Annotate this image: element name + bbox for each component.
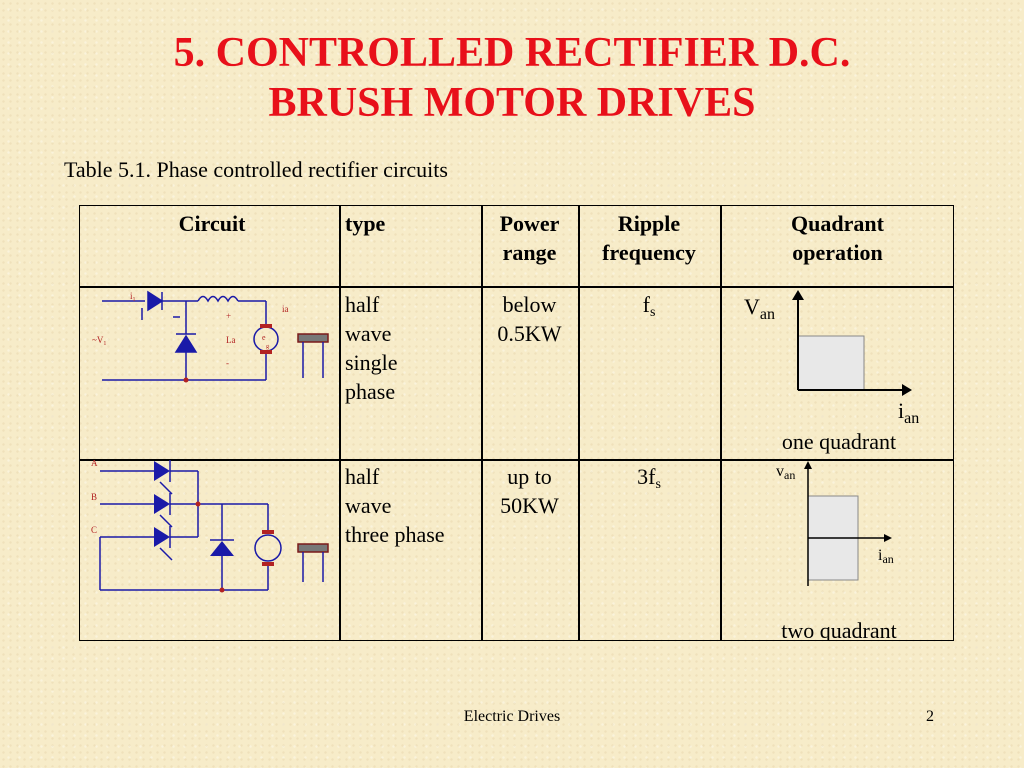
row2-type-line: half [345, 464, 380, 489]
header-power-range: Power range [481, 209, 578, 267]
header-quadrant-line2: operation [792, 240, 883, 265]
title-line-2: BRUSH MOTOR DRIVES [268, 80, 756, 126]
col-divider [720, 206, 722, 640]
quadrant-caption: one quadrant [782, 429, 896, 454]
row1-ripple: fs [578, 290, 720, 327]
label-g: g [266, 344, 269, 350]
label-plus: + [226, 311, 231, 321]
label-phase-a: A [91, 460, 98, 468]
single-phase-circuit-diagram: i1 ia + La - ~V1 e g [92, 290, 329, 383]
row-divider [80, 286, 953, 288]
row2-type-line: three phase [345, 522, 445, 547]
row-divider [80, 459, 953, 461]
rectifier-table: Circuit type Power range Ripple frequenc… [79, 205, 954, 641]
col-divider [339, 206, 341, 640]
label-la: La [226, 335, 236, 345]
row1-type: half wave single phase [345, 290, 398, 406]
label-phase-b: B [91, 492, 97, 502]
row1-ripple-value: f [642, 292, 650, 317]
one-quadrant-plot: Van ian one quadrant [744, 290, 919, 454]
header-quadrant: Quadrant operation [720, 209, 955, 267]
header-ripple-line2: frequency [602, 240, 696, 265]
label-ia: ia [282, 304, 289, 314]
row2-type-line: wave [345, 493, 392, 518]
axis-label-van: Van [744, 294, 775, 323]
row2-type: half wave three phase [345, 462, 445, 549]
header-power-line2: range [502, 240, 557, 265]
col-divider [481, 206, 483, 640]
header-quadrant-line1: Quadrant [791, 211, 884, 236]
row2-ripple: 3fs [578, 462, 720, 499]
table-caption: Table 5.1. Phase controlled rectifier ci… [64, 157, 448, 182]
header-circuit: Circuit [178, 211, 246, 236]
row2-ripple-value: 3f [637, 464, 656, 489]
row1-power-range: below 0.5KW [481, 290, 578, 348]
quadrant-region [797, 335, 865, 391]
axis-label-ian: ian [878, 547, 894, 566]
row2-power-line1: up to [507, 464, 552, 489]
axis-label-van: van [776, 463, 795, 482]
label-e: e [262, 333, 266, 342]
two-quadrant-plot: van ian two quadrant [776, 461, 897, 640]
row1-power-line1: below [502, 292, 557, 317]
label-v1: ~V1 [92, 335, 106, 347]
label-minus: - [226, 358, 229, 368]
col-divider [578, 206, 580, 640]
row1-type-line: wave [345, 321, 392, 346]
row1-ripple-sub: s [649, 305, 656, 320]
row1-power-line2: 0.5KW [497, 321, 562, 346]
page-number: 2 [926, 708, 934, 725]
axis-label-ian: ian [898, 398, 919, 427]
title-line-1: 5. CONTROLLED RECTIFIER D.C. [173, 30, 851, 76]
row2-power-line2: 50KW [500, 493, 559, 518]
header-ripple: Ripple frequency [578, 209, 720, 267]
quadrant-caption: two quadrant [781, 618, 896, 640]
row2-ripple-sub: s [655, 477, 661, 492]
header-power-line1: Power [499, 211, 560, 236]
row1-type-line: single [345, 350, 398, 375]
footer-title: Electric Drives [463, 708, 561, 725]
label-phase-c: C [91, 525, 97, 535]
label-i1: i1 [130, 291, 136, 303]
row1-type-line: half [345, 292, 380, 317]
row2-power-range: up to 50KW [481, 462, 578, 520]
row1-type-line: phase [345, 379, 396, 404]
header-type: type [345, 211, 386, 236]
header-ripple-line1: Ripple [617, 211, 681, 236]
three-phase-circuit-diagram: A B C [91, 460, 329, 593]
slide-title: 5. CONTROLLED RECTIFIER D.C. BRUSH MOTOR… [0, 28, 1024, 128]
